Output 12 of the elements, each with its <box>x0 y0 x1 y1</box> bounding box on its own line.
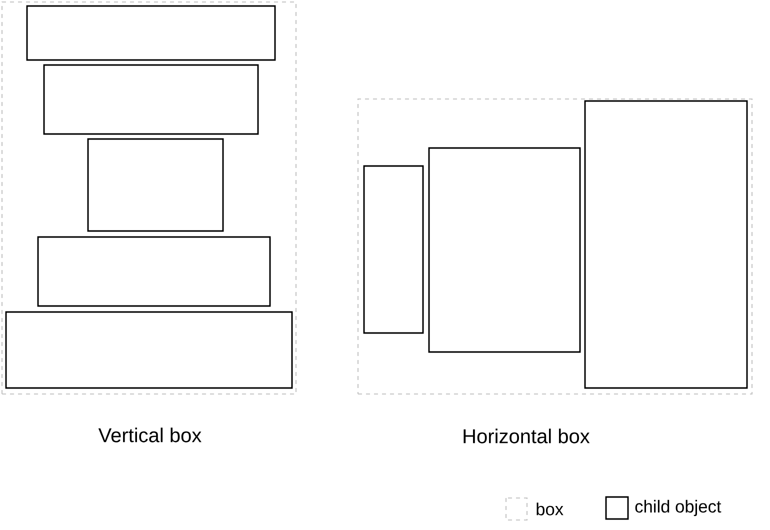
child-box <box>5 311 293 389</box>
legend-label: box <box>536 502 564 516</box>
child-box <box>87 138 224 232</box>
child-box <box>363 165 424 334</box>
child-box <box>26 5 276 61</box>
child-box <box>584 100 748 389</box>
child-box <box>37 236 271 307</box>
legend-label: child object <box>635 500 722 516</box>
box-caption: Horizontal box <box>464 428 590 444</box>
box-caption: Vertical box <box>98 428 202 442</box>
child-box <box>428 147 581 353</box>
child-box <box>43 64 259 135</box>
